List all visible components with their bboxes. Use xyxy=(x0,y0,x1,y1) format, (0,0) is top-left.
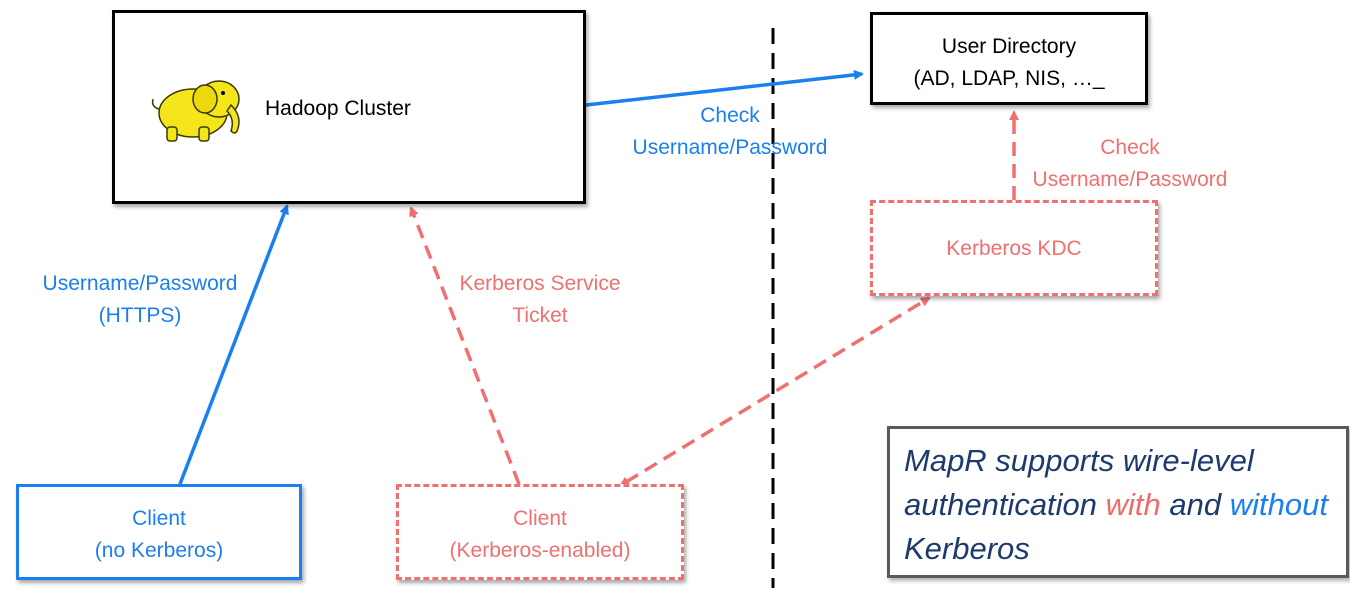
edge-label-check-red-line1: Check xyxy=(1100,136,1160,159)
user-directory-node: User Directory (AD, LDAP, NIS, …_ xyxy=(870,12,1148,105)
edge-label-https-line1: Username/Password xyxy=(42,272,238,295)
hadoop-elephant-icon xyxy=(151,80,240,142)
user-directory-subtitle: (AD, LDAP, NIS, …_ xyxy=(913,67,1105,90)
note-text-part2: and xyxy=(1160,487,1230,522)
edge-label-check-blue-line2: Username/Password xyxy=(632,136,828,159)
edge-label-check-blue-line1: Check xyxy=(700,104,760,127)
note-text-with: with xyxy=(1105,487,1161,522)
client-kerberos-title: Client xyxy=(513,507,567,530)
edge-label-check-red-line2: Username/Password xyxy=(1032,168,1228,191)
note-callout: MapR supports wire-level authentication … xyxy=(887,426,1349,578)
note-text-without: without xyxy=(1229,487,1328,522)
arrow-hadoop-to-directory xyxy=(585,69,864,107)
kerberos-kdc-label: Kerberos KDC xyxy=(946,237,1082,260)
arrow-client-to-hadoop xyxy=(178,204,289,485)
hadoop-cluster-label: Hadoop Cluster xyxy=(265,97,411,120)
hadoop-cluster-node: Hadoop Cluster xyxy=(112,10,586,204)
edge-label-ticket-line2: Ticket xyxy=(512,304,568,327)
note-text-part3: Kerberos xyxy=(904,531,1030,566)
client-no-kerberos-title: Client xyxy=(132,507,186,530)
client-kerberos-subtitle: (Kerberos-enabled) xyxy=(449,539,631,562)
arrow-kdc-client-exchange xyxy=(619,296,931,487)
client-no-kerberos-subtitle: (no Kerberos) xyxy=(94,539,224,562)
edge-label-ticket-line1: Kerberos Service xyxy=(459,272,621,295)
edge-label-https-line2: (HTTPS) xyxy=(98,304,182,327)
user-directory-title: User Directory xyxy=(941,35,1077,58)
client-no-kerberos-node: Client (no Kerberos) xyxy=(16,484,302,580)
client-kerberos-node: Client (Kerberos-enabled) xyxy=(396,484,684,580)
arrow-kerberos-client-to-hadoop xyxy=(409,206,521,485)
note-text-part1: MapR supports wire-level authentication xyxy=(904,443,1254,522)
kerberos-kdc-node: Kerberos KDC xyxy=(870,200,1158,296)
